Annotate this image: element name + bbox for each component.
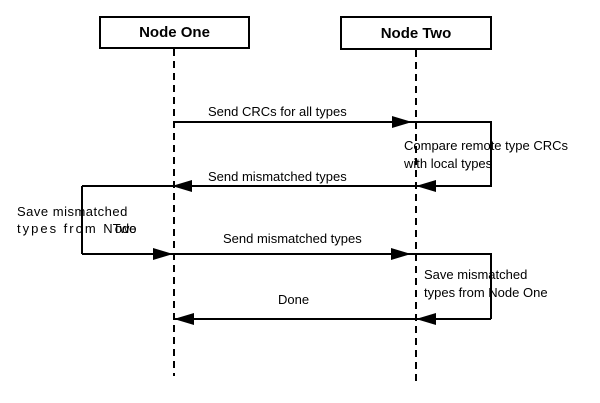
actor-label-node-one: Node One (139, 24, 210, 41)
actor-box-node-two: Node Two (340, 16, 492, 50)
message-line-send-crcs (174, 121, 492, 123)
self-loop-save-from-one-edge (490, 254, 492, 319)
arrowhead-left-icon (172, 180, 192, 192)
message-line-send-mismatched-2 (82, 253, 492, 255)
note-compare-remote: Compare remote type CRCs with local type… (404, 137, 568, 173)
note-line: types from Node One (424, 285, 548, 300)
self-loop-compare-edge (490, 122, 492, 186)
arrowhead-right-icon (153, 248, 173, 260)
note-line: Save mismatched (17, 204, 128, 219)
self-loop-save-from-two-edge (81, 186, 83, 254)
message-label-send-mismatched-1: Send mismatched types (208, 169, 347, 184)
actor-label-node-two: Node Two (380, 24, 452, 42)
note-save-from-one: Save mismatched types from Node One (424, 266, 548, 302)
arrowhead-right-icon (391, 248, 411, 260)
message-line-done (175, 318, 491, 320)
arrowhead-left-icon (416, 313, 436, 325)
actor-box-node-one: Node One (99, 16, 250, 49)
message-label-send-crcs: Send CRCs for all types (208, 104, 347, 119)
message-label-send-mismatched-2: Send mismatched types (223, 231, 362, 246)
arrowhead-left-icon (416, 180, 436, 192)
note-glitch-over: Two (112, 221, 137, 236)
note-line: Save mismatched (424, 267, 528, 282)
message-label-done: Done (278, 292, 310, 307)
lifeline-node-two (415, 50, 417, 386)
arrowhead-right-icon (392, 116, 412, 128)
note-glitch-prefix: types from N (17, 221, 115, 236)
note-line: Compare remote type CRCs (404, 138, 568, 153)
arrowhead-left-icon (174, 313, 194, 325)
note-line: with local types (404, 156, 493, 171)
note-glitch-under: ode (114, 221, 137, 236)
message-line-send-mismatched-1 (82, 185, 492, 187)
lifeline-node-one (173, 49, 175, 376)
